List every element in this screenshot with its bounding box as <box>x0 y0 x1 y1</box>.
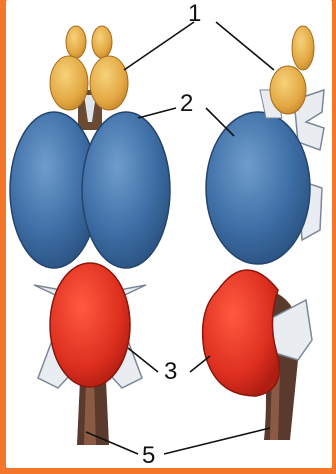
leader-3-right <box>190 356 210 372</box>
callout-2: 2 <box>180 92 193 116</box>
dorsal-hemisphere-right <box>82 112 170 268</box>
leader-2-left <box>138 108 176 118</box>
leader-1-left <box>124 22 194 70</box>
dorsal-olfactory-tip-left <box>66 26 86 58</box>
dorsal-olfactory-right <box>90 56 128 110</box>
dorsal-olfactory-left <box>50 56 88 110</box>
lateral-olfactory-tip <box>292 26 314 70</box>
leader-5-right <box>164 428 270 454</box>
lateral-cerebellum <box>203 270 280 396</box>
lateral-view <box>203 26 324 440</box>
callout-5: 5 <box>142 444 155 468</box>
callout-3: 3 <box>164 360 177 384</box>
dorsal-cerebellum <box>50 263 130 387</box>
lateral-hemisphere <box>206 112 310 264</box>
dorsal-olfactory-tip-right <box>92 26 112 58</box>
leader-1-right <box>216 22 274 70</box>
dorsal-view <box>10 26 170 445</box>
lateral-olfactory-bulb <box>270 66 306 114</box>
diagram-panel: 1 2 3 5 <box>6 0 332 468</box>
brain-diagram <box>6 0 332 468</box>
callout-1: 1 <box>188 2 201 26</box>
leader-2-right <box>206 108 234 136</box>
